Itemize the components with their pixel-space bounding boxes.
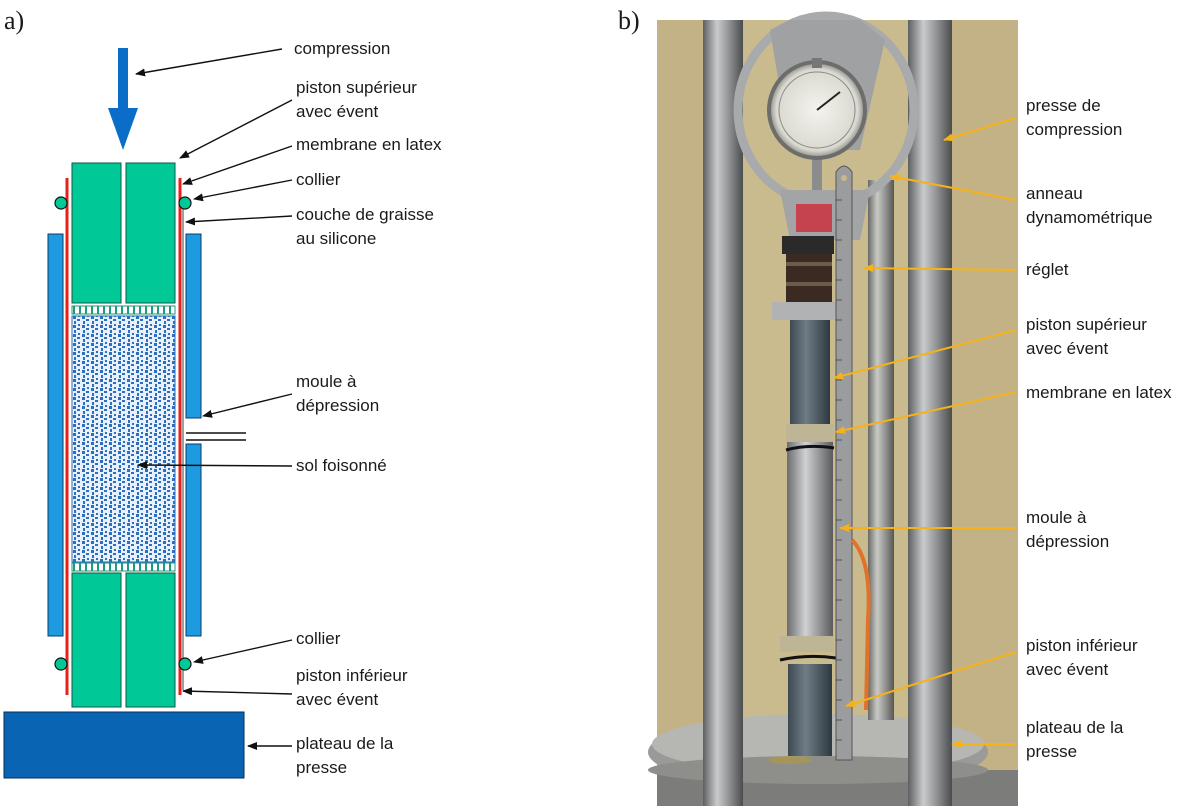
compression-arrow-icon: [108, 48, 138, 150]
label-collar-top: collier: [296, 170, 341, 189]
bottom-piston: [71, 572, 176, 708]
label-grease-line2: au silicone: [296, 229, 377, 248]
press-rod-left: [703, 20, 743, 806]
label-latex-membrane: membrane en latex: [296, 135, 442, 154]
collar-top-left: [54, 196, 68, 210]
soil-sample: [71, 315, 176, 563]
label-b-top-piston-line1: piston supérieur: [1026, 315, 1147, 334]
label-b-mold-line2: dépression: [1026, 532, 1110, 551]
top-piston: [71, 162, 176, 304]
label-b-top-piston-line2: avec évent: [1026, 339, 1109, 358]
label-grease-line1: couche de graisse: [296, 205, 434, 224]
ruler: [835, 165, 853, 761]
photo-top-piston: [790, 320, 830, 424]
top-filter: [71, 305, 176, 315]
bottom-filter: [71, 562, 176, 572]
label-plate-line1: plateau de la: [296, 734, 394, 753]
collar-bottom-left: [54, 657, 68, 671]
press-rod-back: [868, 180, 894, 720]
label-bottom-piston-line1: piston inférieur: [296, 666, 408, 685]
label-top-piston-line2: avec évent: [296, 102, 379, 121]
label-b-mold-line1: moule à: [1026, 508, 1087, 527]
label-b-bottom-piston-line2: avec évent: [1026, 660, 1109, 679]
label-b-press-line2: compression: [1026, 120, 1123, 139]
panel-b-tag: b): [618, 6, 640, 35]
label-b-plate-line1: plateau de la: [1026, 718, 1124, 737]
press-plate: [3, 711, 245, 779]
vacuum-mold-right-upper: [185, 233, 202, 419]
label-top-piston-line1: piston supérieur: [296, 78, 417, 97]
label-bottom-piston-line2: avec évent: [296, 690, 379, 709]
label-compression: compression: [294, 39, 391, 58]
label-mold-line1: moule à: [296, 372, 357, 391]
vacuum-mold-right-lower: [185, 443, 202, 637]
label-mold-line2: dépression: [296, 396, 380, 415]
label-soil: sol foisonné: [296, 456, 387, 475]
label-b-ring-line2: dynamométrique: [1026, 208, 1153, 227]
vacuum-hose: [850, 538, 871, 711]
label-b-latex-membrane: membrane en latex: [1026, 383, 1172, 402]
label-plate-line2: presse: [296, 758, 348, 777]
panel-a-tag: a): [4, 6, 25, 35]
photo-panel: [648, 11, 1018, 806]
label-b-bottom-piston-line1: piston inférieur: [1026, 636, 1138, 655]
label-collar-bottom: collier: [296, 629, 341, 648]
label-b-ring-line1: anneau: [1026, 184, 1083, 203]
collar-bottom-right: [178, 657, 192, 671]
schematic-panel: [3, 48, 293, 779]
photo-bottom-piston: [788, 664, 832, 756]
label-b-press-line1: presse de: [1026, 96, 1101, 115]
vacuum-mold-left: [47, 233, 64, 637]
photo-mold: [787, 424, 833, 646]
label-b-plate-line2: presse: [1026, 742, 1078, 761]
collar-top-right: [178, 196, 192, 210]
label-b-ruler: réglet: [1026, 260, 1069, 279]
